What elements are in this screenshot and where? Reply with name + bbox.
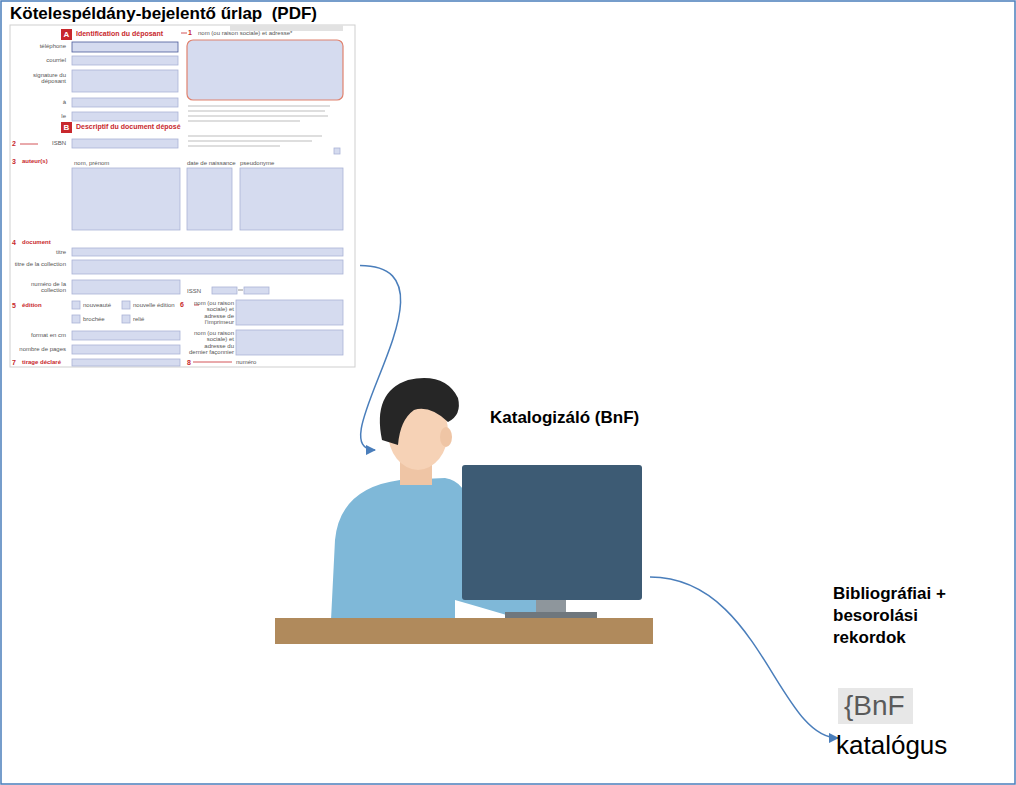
field-label: téléphone [14,43,66,49]
catalogue-node: {BnF katalógus [838,688,1010,780]
field-label: numéro [236,359,296,365]
field-group-label: tirage déclaré [22,359,70,365]
field-label: brochée [83,316,121,322]
form-thumbnail-part-part [72,260,343,274]
field-group-label: édition [22,302,62,308]
node-text: katalógus [836,730,947,761]
field-group-label: auteur(s) [22,158,70,164]
node-title: Katalogizáló (BnF) [490,408,639,428]
form-thumbnail [10,25,355,367]
callout-number: 2 [12,140,20,147]
cataloguer-figure-part [380,378,459,445]
edge-label: Bibliográfiai + besorolási rekordok [833,583,973,649]
field-label: nom (ou raison sociale) et adresse du de… [186,330,234,355]
callout-number: 5 [12,302,20,309]
field-label: pseudonyme [240,160,340,166]
form-thumbnail-part-part [122,301,130,309]
form-thumbnail-part-part [187,168,232,230]
field-label: à [14,99,66,105]
form-thumbnail-part-part [188,105,330,106]
form-thumbnail-part-part [72,112,178,121]
form-thumbnail-part-part [72,168,180,230]
field-label: nouvelle édition [133,302,183,308]
callout-number: 3 [12,158,20,165]
field-label: numéro de la collection [14,281,66,294]
form-thumbnail-part-part [193,362,232,363]
form-thumbnail-part-part [72,70,178,92]
form-thumbnail-part-part [72,98,178,107]
field-label: nouveauté [83,302,121,308]
field-label: nombre de pages [14,346,66,352]
form-thumbnail-part-part [72,139,178,148]
form-thumbnail-part-part [212,287,237,294]
field-label: le [14,113,66,119]
computer [275,465,653,644]
callout-number: 8 [187,359,193,366]
field-label: nom, prénom [74,160,174,166]
form-thumbnail-part-part [72,345,180,354]
form-thumbnail-part [188,106,330,146]
cataloguer-node: Katalogizáló (BnF) [375,400,650,646]
callout-number: 7 [12,359,20,366]
form-thumbnail-part-part [188,120,300,121]
form-thumbnail-part-part [72,315,80,323]
field-label: format en cm [14,332,66,338]
form-thumbnail-part-part [188,140,312,141]
form-thumbnail-part-part [236,330,343,355]
field-label: date de naissance [187,160,237,166]
form-thumbnail-part-part [122,315,130,323]
field-label: titre [14,249,66,255]
field-label: relié [133,316,173,322]
section-heading: Identification du déposant [76,30,186,37]
section-heading: Descriptif du document déposé [76,123,216,130]
field-group-label: document [22,239,67,245]
form-thumbnail-part-part [244,287,269,294]
computer-part [505,612,597,618]
form-thumbnail-part-part [72,56,178,65]
form-thumbnail-part-part [188,110,325,111]
cataloguer-figure-part [440,427,452,447]
node-title: {BnF [838,688,913,724]
form-thumbnail-part-part [20,144,38,145]
form-thumbnail-part-part [72,359,180,366]
flow-arrow [650,577,838,738]
form-thumbnail-part-part [240,168,343,230]
form-thumbnail-part-part [72,301,80,309]
field-label: nom (ou raison sociale) et adresse* [198,30,338,36]
section-letter: B [61,122,72,133]
section-letter: A [61,29,72,40]
field-label: nom (ou raison sociale) et adresse de l'… [186,300,234,325]
form-thumbnail-part-part [181,33,187,34]
form-thumbnail-part-part [188,145,280,146]
field-label: signature du déposant [14,72,66,85]
form-thumbnail-part [72,40,343,366]
form-thumbnail-part-part [236,300,343,325]
callout-number: 1 [188,29,196,36]
form-thumbnail-part-part [188,115,328,116]
form-thumbnail-part [238,290,243,291]
form-thumbnail-part-part [72,280,180,294]
computer-part [462,465,642,600]
field-label: ISBN [40,140,66,146]
form-thumbnail-part-part [72,248,343,256]
form-thumbnail-part [10,25,355,367]
callout-number: 6 [180,301,186,308]
form-node: Kötelespéldány-bejelentő űrlap (PDF) [8,2,360,368]
field-label: titre de la collection [14,261,66,267]
form-thumbnail-part-part [188,135,322,136]
computer-part [275,618,653,644]
form-thumbnail-part-part [187,40,343,100]
callout-number: 4 [12,239,20,246]
field-label: ISSN [187,288,211,294]
flow-arrow [360,266,401,450]
node-title: Kötelespéldány-bejelentő űrlap (PDF) [10,4,317,24]
form-thumbnail-part-part [72,42,178,52]
form-thumbnail-part-part [334,148,340,154]
field-label: courriel [14,57,66,63]
computer-part [536,600,566,614]
form-thumbnail-part-part [72,331,180,340]
